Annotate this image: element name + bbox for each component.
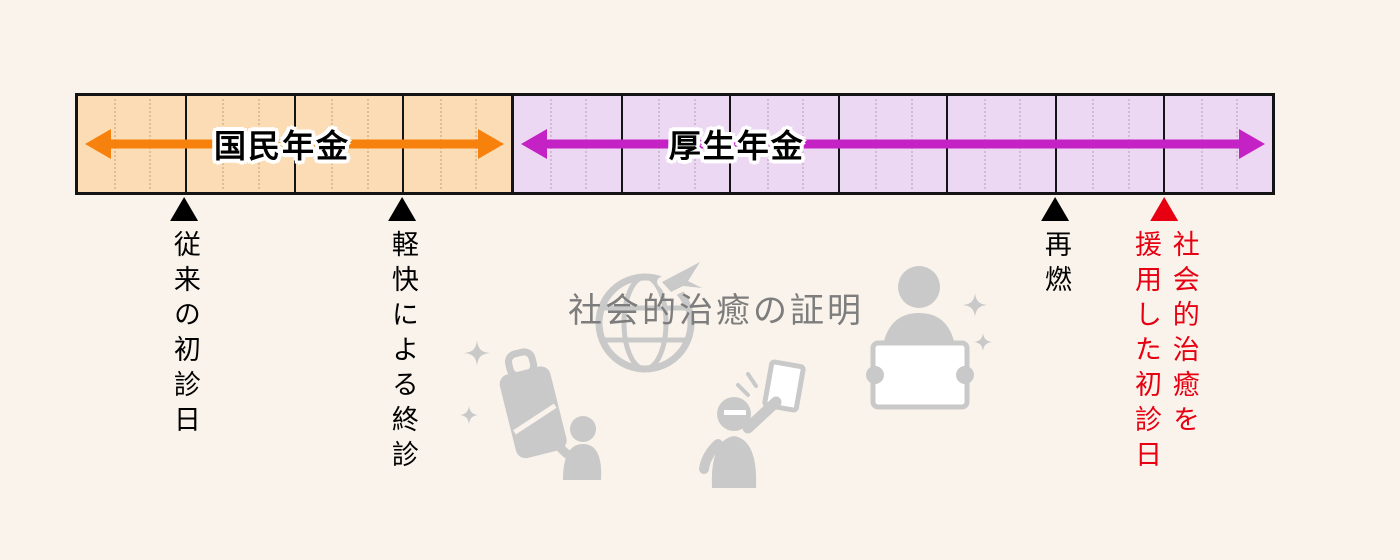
kosei-section: 厚生年金 (511, 96, 1272, 192)
globe-airplane-graphic (595, 257, 707, 373)
luggage-sparkle-icon (455, 332, 617, 487)
arrow-head-right-icon (478, 129, 505, 159)
person-raising-card-icon (688, 358, 818, 493)
kosei-arrow: 厚生年金 (521, 127, 1265, 164)
timeline-bar: 国民年金 厚生年金 (75, 93, 1275, 195)
globe-airplane-icon (592, 250, 710, 381)
arrow-shaft (101, 139, 489, 149)
kokumin-arrow: 国民年金 (85, 127, 505, 164)
up-triangle-icon (1040, 197, 1069, 221)
luggage-sparkle-graphic (460, 340, 602, 480)
up-triangle-icon (1150, 197, 1178, 221)
person-holding-board-icon (855, 255, 997, 448)
person-raising-card-graphic (699, 359, 806, 488)
marker-label: 再燃 (1040, 230, 1071, 300)
marker-label: 社会的治癒を 援用した初診日 (1131, 230, 1199, 475)
marker-original-first-visit: 従来の初診日 (165, 197, 203, 440)
arrow-shaft (537, 139, 1249, 149)
marker-social-cure-first-visit: 社会的治癒を 援用した初診日 (1126, 197, 1202, 475)
marker-label: 軽快による終診 (387, 230, 418, 475)
kosei-arrow-label: 厚生年金 (668, 128, 805, 164)
marker-label: 従来の初診日 (169, 230, 200, 440)
person-holding-board-graphic (866, 266, 992, 410)
up-triangle-icon (169, 197, 198, 221)
up-triangle-icon (387, 197, 416, 221)
arrow-head-right-icon (1239, 129, 1265, 159)
kokumin-arrow-label: 国民年金 (213, 128, 350, 164)
marker-relapse: 再燃 (1036, 197, 1074, 300)
marker-remission-final-visit: 軽快による終診 (383, 197, 421, 475)
kokumin-section: 国民年金 (78, 96, 512, 192)
social-cure-caption: 社会的治癒の証明 (568, 292, 864, 330)
